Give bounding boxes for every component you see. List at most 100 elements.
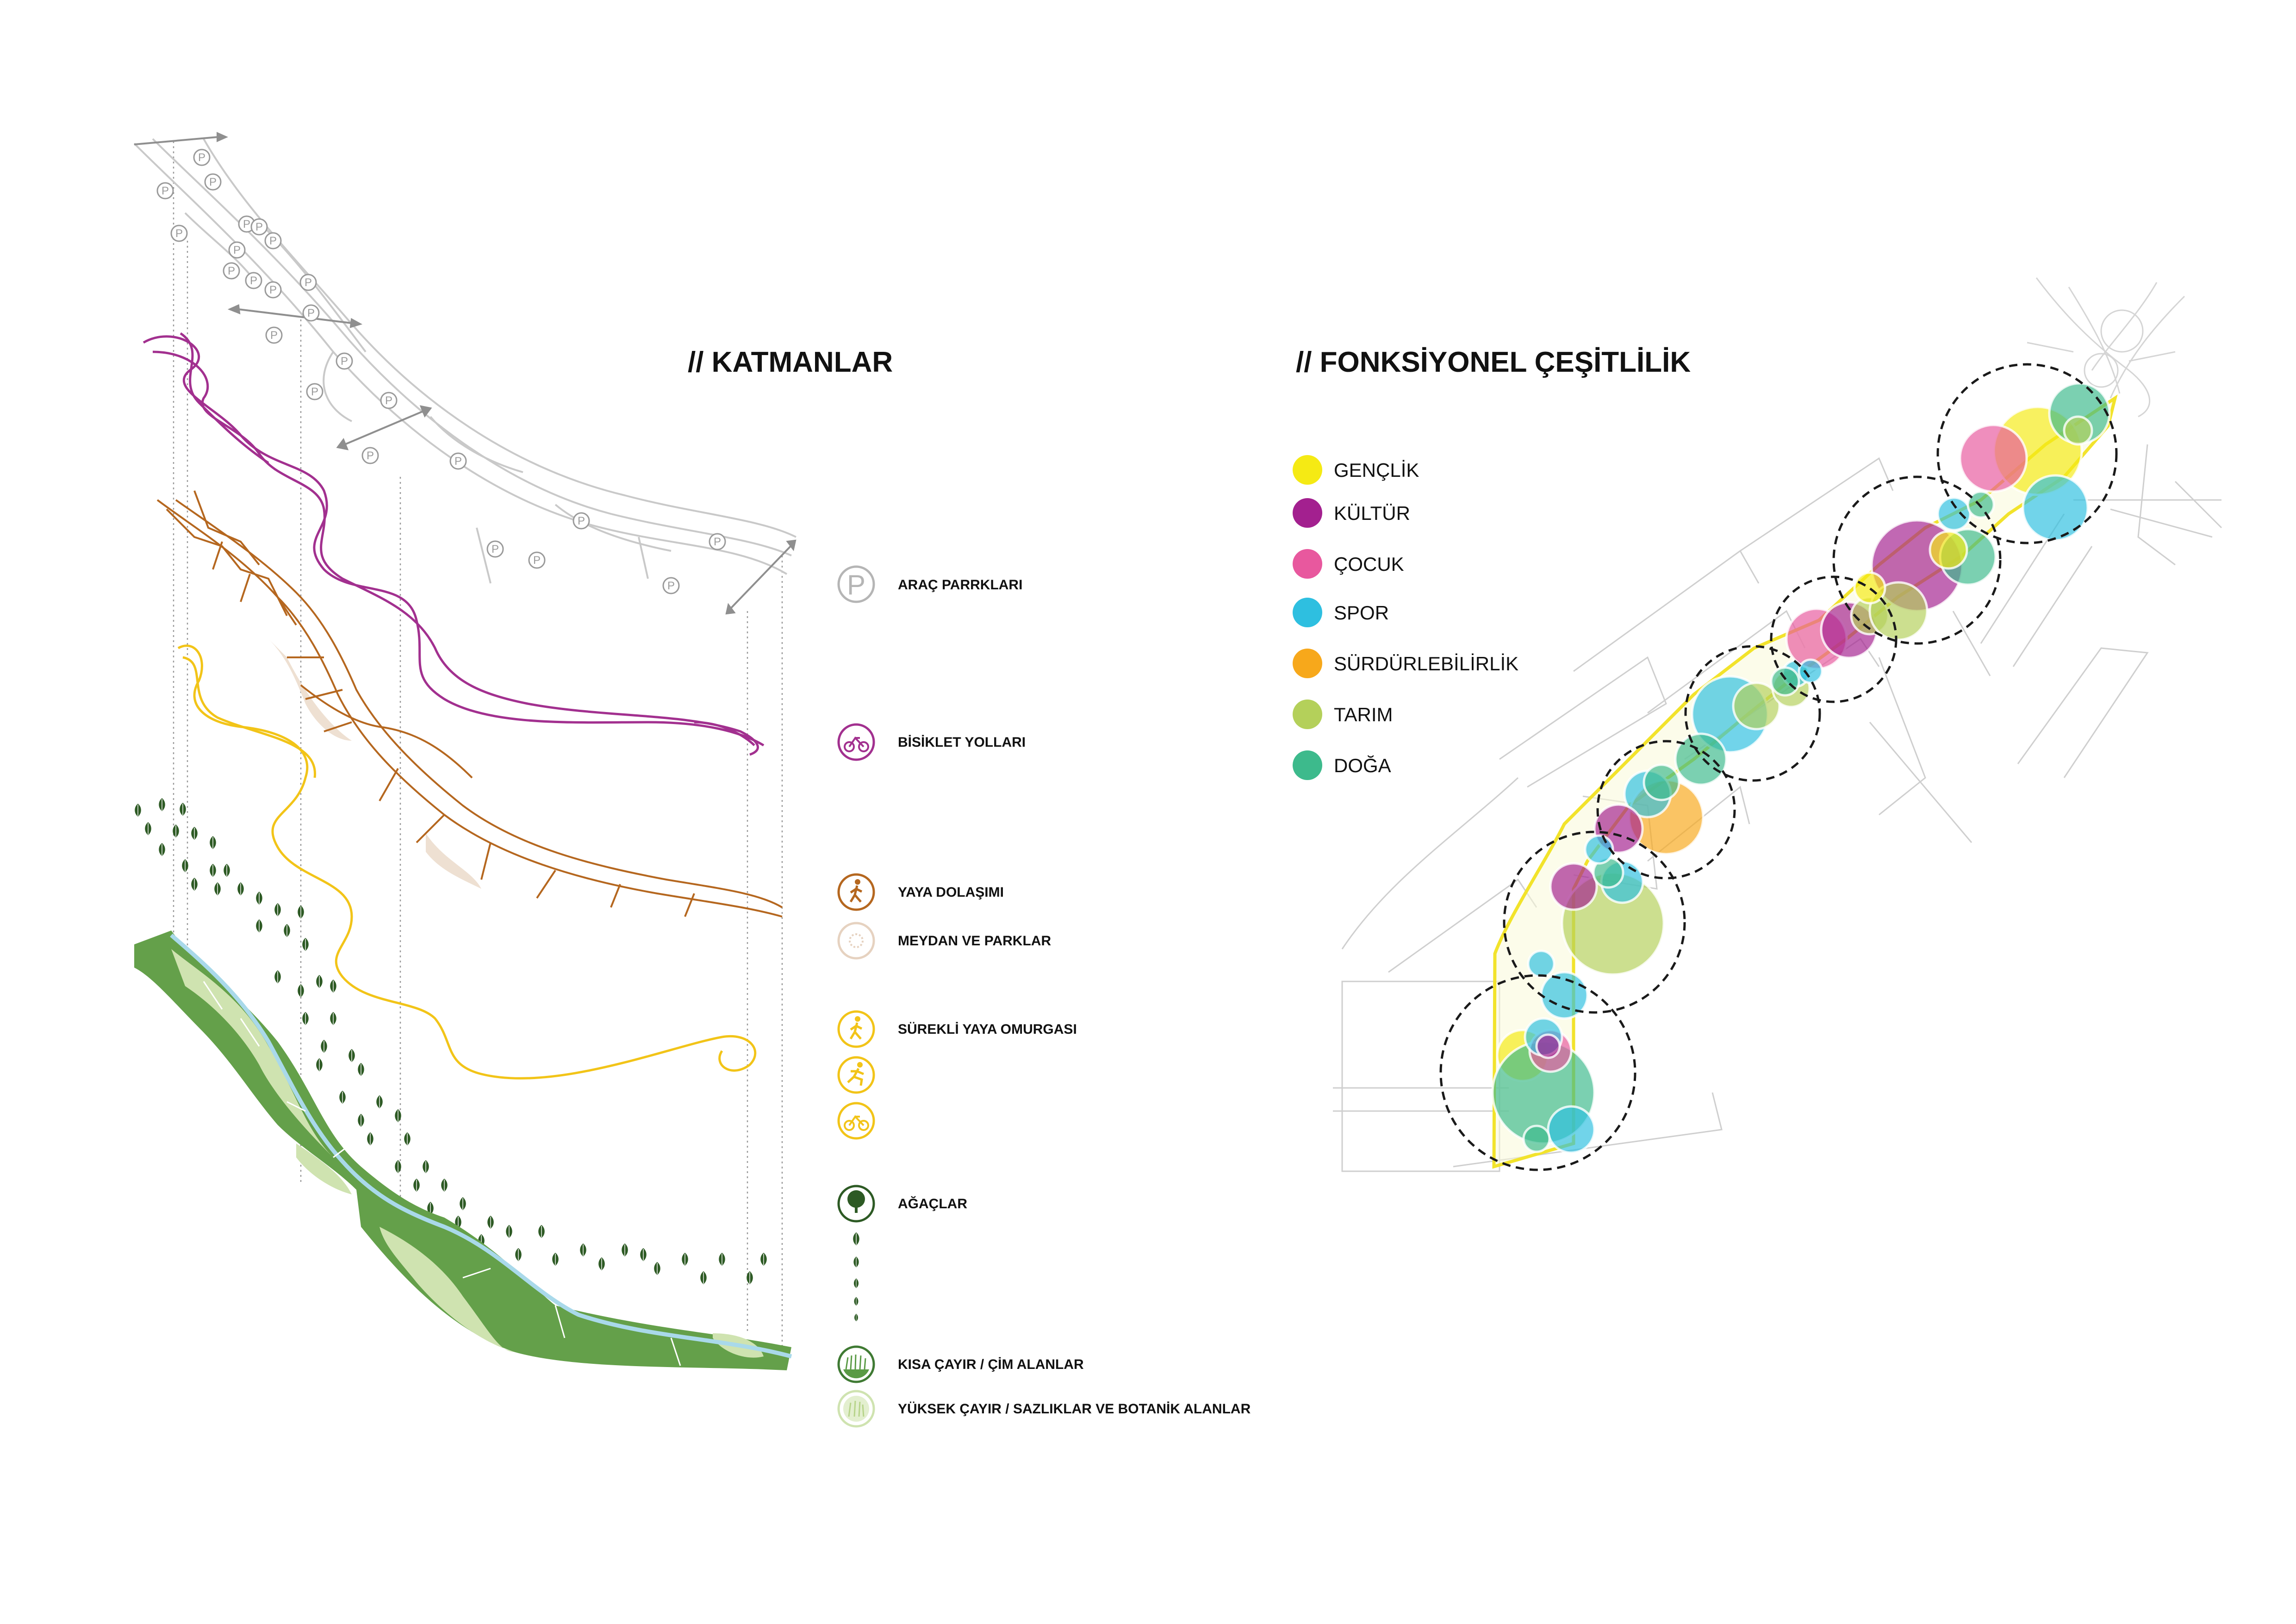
meadow-icon (837, 1390, 875, 1428)
svg-text:P: P (533, 554, 541, 567)
spor-bubble (2022, 474, 2089, 542)
legend-label-kultur: KÜLTÜR (1334, 502, 1410, 524)
legend-item-pedestrian: YAYA DOLAŞIMI (837, 873, 1004, 911)
parking-marker-icon (193, 149, 211, 166)
spor-bubble (1527, 949, 1556, 978)
parking-arrows (134, 131, 796, 615)
svg-text:P: P (578, 515, 585, 527)
kultur-swatch-icon (1293, 498, 1322, 528)
legend-label-squares: MEYDAN VE PARKLAR (898, 933, 1051, 949)
legend-label-parking: ARAÇ PARRKLARI (898, 577, 1022, 593)
parking-marker-icon (302, 304, 320, 322)
tree-icon (144, 822, 152, 836)
tree-icon (274, 903, 281, 917)
grass-layer (134, 931, 792, 1370)
doga-swatch-icon (1293, 750, 1322, 780)
doga-bubble (1966, 490, 1995, 519)
walking-person-icon (837, 873, 875, 911)
tree-icon (237, 882, 244, 896)
parking-marker-icon (336, 352, 353, 370)
grass-icon (837, 1345, 875, 1383)
legend-item-kultur: KÜLTÜR (1293, 498, 1410, 528)
legend-label-short-grass: KISA ÇAYIR / ÇİM ALANLAR (898, 1357, 1084, 1372)
legend-item-parking: P ARAÇ PARRKLARI (837, 565, 1022, 603)
legend-item-doga: DOĞA (1293, 750, 1391, 780)
base-map (1333, 444, 2222, 1172)
plaza-circle-icon (837, 922, 875, 960)
tree-icon (598, 1257, 605, 1271)
tarim-bubble (2063, 415, 2093, 446)
svg-text:P: P (714, 536, 721, 548)
running-person-icon (837, 1056, 875, 1094)
svg-text:P: P (367, 450, 374, 462)
doga-bubble (1643, 763, 1680, 801)
tree-icon (552, 1252, 559, 1266)
parking-marker-icon (486, 540, 504, 558)
tarim-bubble (1868, 581, 1929, 641)
legend-label-trees: AĞAÇLAR (898, 1196, 967, 1212)
legend-item-bike: BİSİKLET YOLLARI (837, 723, 1026, 761)
tree-icon (179, 802, 187, 816)
tree-icon (302, 937, 309, 951)
kultur-bubble (1535, 1033, 1561, 1059)
parking-marker-icon (170, 225, 188, 242)
legend-label-spine: SÜREKLİ YAYA OMURGASI (898, 1022, 1077, 1037)
tree-icon (404, 1132, 411, 1146)
tree-icon (330, 979, 337, 993)
cluster-rings (1439, 363, 2118, 1171)
legend-label-cocuk: ÇOCUK (1334, 553, 1404, 575)
svg-text:P: P (667, 580, 675, 592)
legend-label-spor: SPOR (1334, 602, 1389, 624)
layers-legend: P ARAÇ PARRKLARI BİSİKLET YOLLARI (837, 565, 1251, 1428)
legend-label-bike: BİSİKLET YOLLARI (898, 735, 1026, 750)
tree-icon (376, 1095, 383, 1109)
parking-marker-icon (265, 326, 283, 344)
tree-icon (158, 798, 166, 812)
bike-layer (143, 332, 765, 756)
spor-bubble (1936, 496, 1972, 531)
legend-label-tarim: TARIM (1334, 704, 1393, 725)
parking-marker-icon (361, 447, 379, 464)
diversity-title: // FONKSİYONEL ÇEŞİTLİLİK (1296, 346, 1691, 378)
parking-marker-icon (264, 281, 282, 299)
interchange-lines (2027, 277, 2185, 418)
tree-icon (214, 882, 221, 896)
legend-item-tall-grass: YÜKSEK ÇAYIR / SAZLIKLAR VE BOTANİK ALAN… (837, 1390, 1251, 1428)
tree-icon (487, 1215, 494, 1229)
parking-marker-icon (250, 218, 268, 236)
tree-icon (348, 1049, 355, 1062)
tree-icon (718, 1252, 726, 1266)
tree-icon (422, 1160, 429, 1174)
parking-marker-icon (306, 383, 324, 400)
doga-bubble (1770, 666, 1800, 697)
parking-marker-icon (572, 512, 590, 530)
genclik-bubble (1853, 571, 1886, 605)
svg-text:P: P (305, 276, 312, 289)
layers-title: // KATMANLAR (688, 346, 893, 378)
legend-label-surdurulebilirlik: SÜRDÜRLEBİLİRLİK (1334, 653, 1518, 675)
tree-icon (302, 1012, 309, 1025)
tree-icon (181, 859, 189, 873)
tree-icon (640, 1248, 647, 1262)
tree-icon (837, 1185, 875, 1223)
svg-text:P: P (270, 329, 278, 342)
legend-label-genclik: GENÇLİK (1334, 459, 1419, 481)
parking-marker-icon (156, 182, 174, 200)
doga-bubble (1522, 1124, 1551, 1153)
legend-item-tarim: TARIM (1293, 700, 1393, 729)
spor-bubble (1547, 1105, 1596, 1154)
parking-marker-icon (449, 452, 467, 470)
parking-marker-icon (223, 262, 240, 280)
diversity-legend: GENÇLİK KÜLTÜR ÇOCUK SPOR SÜRDÜRLEBİLİRL… (1293, 455, 1518, 780)
tree-icon (283, 924, 291, 937)
tree-icon (367, 1132, 374, 1146)
parking-marker-icon (228, 241, 246, 259)
tree-icon (191, 826, 198, 840)
tree-icon (255, 919, 263, 933)
bicycle-icon (837, 723, 875, 761)
tree-icon (505, 1224, 513, 1238)
svg-text:P: P (228, 265, 235, 277)
tree-icon (320, 1039, 328, 1053)
legend-item-surdurulebilirlik: SÜRDÜRLEBİLİRLİK (1293, 649, 1518, 678)
